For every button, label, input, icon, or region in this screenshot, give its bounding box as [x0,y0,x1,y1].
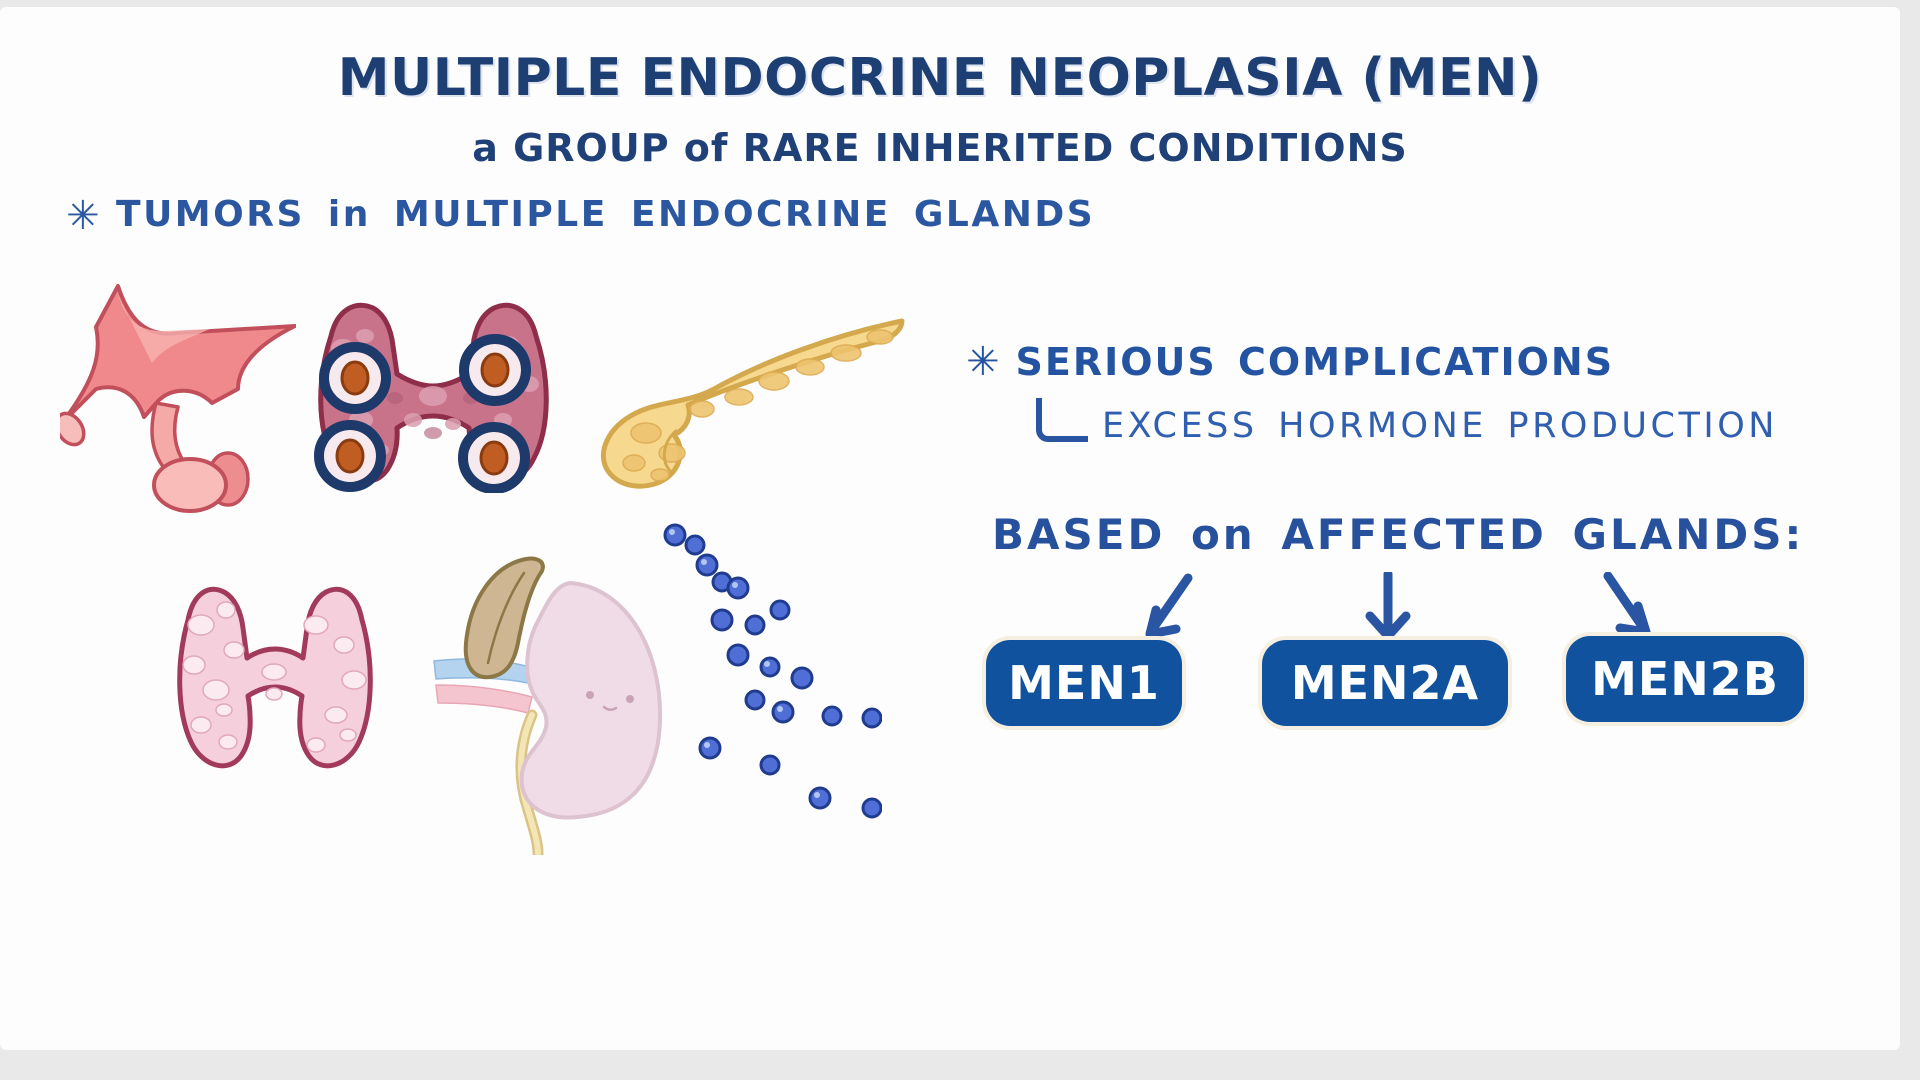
badge-men2b: MEN2B [1566,636,1804,722]
bullet-tumors: ✳ TUMORS in MULTIPLE ENDOCRINE GLANDS [66,193,1096,239]
thyroid-parathyroid-tumors-illustration [314,302,549,493]
arrow-down-icons [1145,572,1651,641]
kidney-face-icon [586,691,634,711]
badge-men2a: MEN2A [1262,640,1508,726]
classification-heading: BASED on AFFECTED GLANDS: [992,510,1805,559]
bullet-complications: ✳ SERIOUS COMPLICATIONS [966,340,1614,384]
thyroid-gland-illustration [177,586,373,769]
excess-hormone-text: EXCESS HORMONE PRODUCTION [1102,406,1778,446]
renal-artery-icon [435,684,533,714]
kidney-adrenal-illustration [433,556,663,855]
hormone-dots-illustration [663,523,882,819]
l-connector-icon [1036,398,1088,442]
badge-men1: MEN1 [986,640,1182,726]
pancreas-illustration [600,318,905,489]
adrenal-gland-icon [463,556,545,680]
asterisk-icon: ✳ [966,339,1002,385]
bullet-complications-text: SERIOUS COMPLICATIONS [1015,340,1615,384]
subitem-excess-hormone: EXCESS HORMONE PRODUCTION [1036,398,1778,446]
kidney-icon [519,580,663,820]
pituitary-gland-illustration [60,284,296,513]
arrow-down-right-icon [1603,572,1647,631]
page-subtitle: a GROUP of RARE INHERITED CONDITIONS [472,126,1408,170]
bullet-tumors-text: TUMORS in MULTIPLE ENDOCRINE GLANDS [116,194,1096,235]
page-title: MULTIPLE ENDOCRINE NEOPLASIA (MEN) [337,48,1543,108]
whiteboard-background [0,7,1900,1050]
parathyroid-tumor-circles [314,334,531,493]
asterisk-icon: ✳ [66,193,103,239]
arrow-down-left-icon [1147,573,1193,635]
